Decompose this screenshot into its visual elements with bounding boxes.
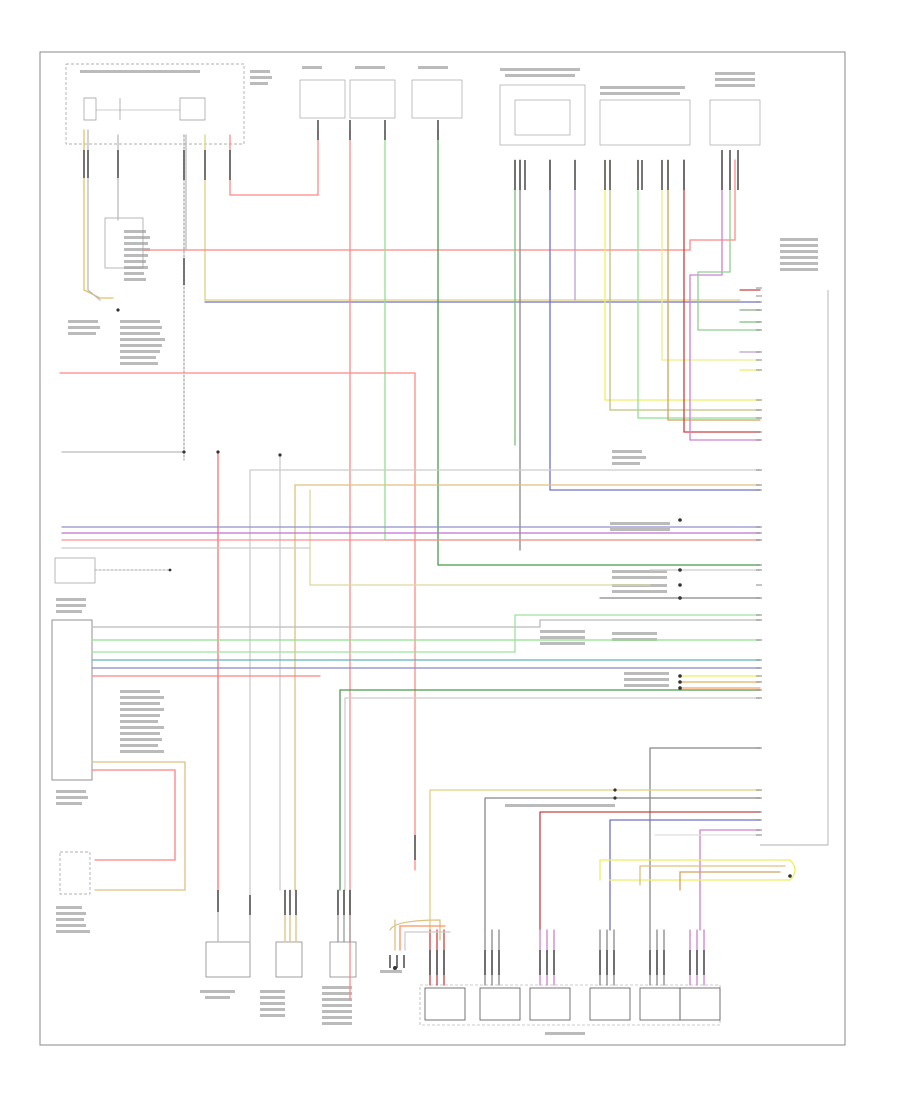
right-dashed-bracket [760, 290, 829, 846]
wires [59, 129, 796, 1001]
bottom-label-bars [380, 970, 585, 1035]
top-right-components [499, 84, 761, 146]
label-blocks [56, 66, 818, 1025]
right-connector-column [756, 287, 762, 836]
bottom-components [205, 941, 357, 978]
left-bottom-switch [59, 851, 91, 895]
left-small-box [54, 557, 96, 584]
connector-pins [83, 120, 739, 975]
left-relay-component [104, 217, 144, 269]
top-middle-components [299, 79, 463, 119]
top-left-component [65, 63, 245, 145]
diagram-border [39, 51, 846, 1046]
splice-points [116, 308, 792, 970]
left-large-module [51, 619, 93, 781]
ignition-coils-row [419, 984, 721, 1026]
